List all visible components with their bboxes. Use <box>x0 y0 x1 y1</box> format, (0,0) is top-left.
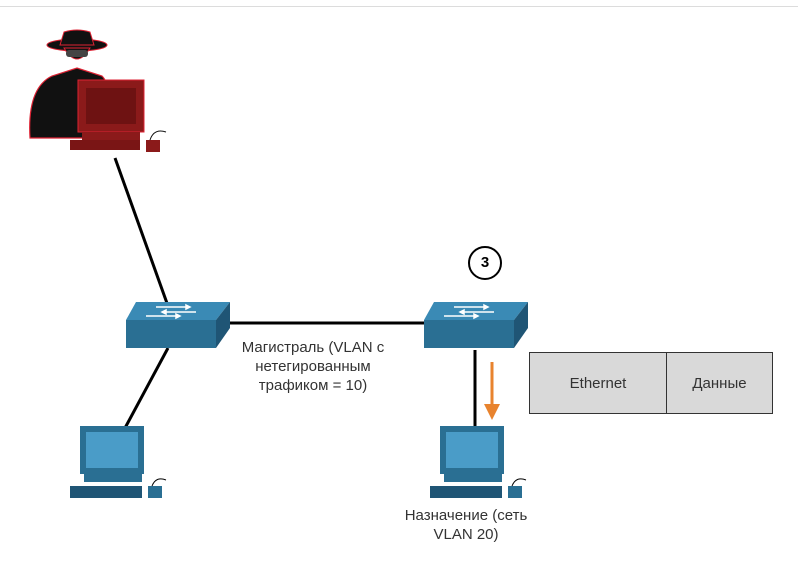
destination-label-line: VLAN 20) <box>433 526 499 543</box>
destination-label: Назначение (сеть VLAN 20) <box>388 506 544 544</box>
trunk-label-line: трафиком = 10) <box>258 377 368 394</box>
ethernet-frame: Ethernet Данные <box>529 352 773 414</box>
frame-data-payload: Данные <box>692 374 747 392</box>
attacker-pc-icon <box>70 79 167 152</box>
destination-label-line: Назначение (сеть <box>404 507 528 524</box>
switch-icon <box>126 302 230 348</box>
trunk-label-line: нетегированным <box>255 358 371 375</box>
switch-icon <box>424 302 528 348</box>
pc-icon <box>430 426 527 498</box>
down-arrow-icon <box>484 362 500 420</box>
attacker-link <box>113 157 170 307</box>
step-number-badge: 3 <box>468 246 502 280</box>
pc-icon <box>70 426 167 498</box>
diagram-frame <box>0 6 798 585</box>
hacker-icon <box>29 29 167 152</box>
trunk-label: Магистраль (VLAN с нетегированным трафик… <box>228 338 398 395</box>
pc-link <box>123 347 170 429</box>
frame-ethernet-header: Ethernet <box>530 353 667 413</box>
trunk-label-line: Магистраль (VLAN с <box>241 339 385 356</box>
